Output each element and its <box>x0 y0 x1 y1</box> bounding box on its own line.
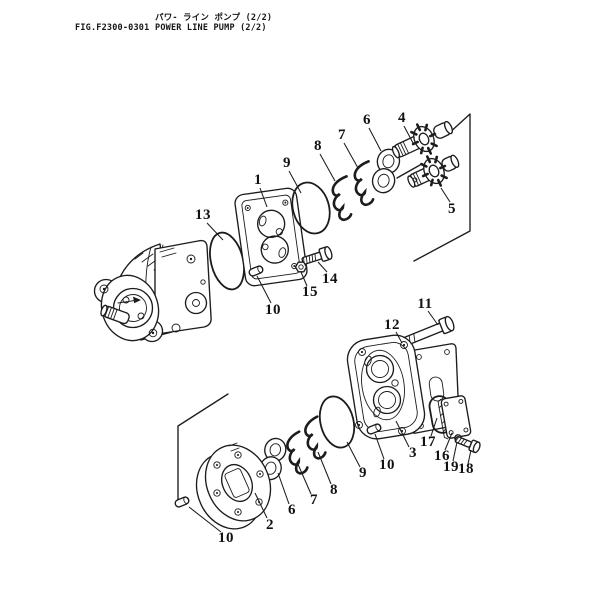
projection-lines <box>178 114 470 506</box>
part-9-oring-upper <box>287 178 336 238</box>
callout-label-5: 5 <box>448 201 456 217</box>
leader-line-14 <box>318 262 327 272</box>
callout-label-18: 18 <box>458 461 474 477</box>
callout-label-10: 10 <box>218 530 234 546</box>
part-18-bolt <box>454 434 482 454</box>
part-7-wire-ring-lower <box>282 430 311 477</box>
leader-line-9 <box>289 171 301 193</box>
callout-label-14: 14 <box>322 271 338 287</box>
part-9-oring-lower <box>315 393 360 451</box>
leader-line-6 <box>278 473 289 504</box>
callout-label-3: 3 <box>409 445 417 461</box>
leader-line-19 <box>453 442 457 461</box>
direction-arrow-head <box>133 296 141 304</box>
leader-line-6 <box>369 128 381 151</box>
callout-label-7: 7 <box>310 492 318 508</box>
figure-number: FIG.F2300-0301 <box>75 23 150 33</box>
leader-line-3 <box>396 421 409 447</box>
leader-line-18 <box>468 450 471 464</box>
callout-label-7: 7 <box>338 127 346 143</box>
callout-label-6: 6 <box>288 502 296 518</box>
leader-line-10 <box>375 434 384 459</box>
leader-line-16 <box>445 433 452 450</box>
callout-label-12: 12 <box>384 317 400 333</box>
leader-line-15 <box>301 272 307 286</box>
leader-line-4 <box>404 126 413 143</box>
callout-label-16: 16 <box>434 448 450 464</box>
leader-line-12 <box>396 332 402 343</box>
figure-title-english: POWER LINE PUMP (2/2) <box>155 23 267 33</box>
callout-label-2: 2 <box>266 517 274 533</box>
callout-label-1: 1 <box>254 172 262 188</box>
leader-line-11 <box>428 311 438 325</box>
part-2-flange <box>185 435 282 539</box>
callout-label-9: 9 <box>283 155 291 171</box>
callout-label-10: 10 <box>265 302 281 318</box>
part-16-cover-plate <box>438 395 472 439</box>
part-15-nut <box>296 262 307 272</box>
leader-line-7 <box>297 462 311 494</box>
leader-line-8 <box>318 452 331 484</box>
leader-line-2 <box>255 493 267 518</box>
pump-port-boss <box>186 293 207 314</box>
part-7-wire-ring-upper <box>351 160 376 207</box>
callout-label-8: 8 <box>330 482 338 498</box>
part-8-wire-ring-lower <box>300 415 329 462</box>
leader-line-8 <box>320 154 335 181</box>
callout-label-4: 4 <box>398 110 406 126</box>
main-pump-body <box>93 241 211 348</box>
callout-label-6: 6 <box>363 112 371 128</box>
part-5-gear-shaft <box>402 150 464 192</box>
part-4-gear-shaft <box>387 118 458 160</box>
callout-label-15: 15 <box>302 284 318 300</box>
figure-title-japanese: パワ- ライン ポンプ (2/2) <box>155 13 273 23</box>
pump-drive-shaft <box>100 305 131 325</box>
part-14-bolt <box>301 246 334 268</box>
part-1-cover-plate <box>234 187 308 287</box>
leader-line-17 <box>431 418 437 436</box>
callout-label-9: 9 <box>359 465 367 481</box>
callout-label-13: 13 <box>195 207 211 223</box>
part-8-wire-ring-upper <box>329 175 354 222</box>
callout-label-10: 10 <box>379 457 395 473</box>
callout-label-8: 8 <box>314 138 322 154</box>
leader-line-7 <box>344 143 358 168</box>
callout-label-17: 17 <box>420 434 436 450</box>
pump-rear-plate <box>155 241 211 334</box>
leader-line-9 <box>347 442 360 467</box>
leader-line-10 <box>189 507 221 532</box>
leader-line-5 <box>441 188 450 202</box>
callout-label-11: 11 <box>417 296 432 312</box>
leader-line-10 <box>257 276 271 303</box>
leader-line-13 <box>207 223 223 240</box>
leader-line-1 <box>260 188 267 207</box>
callout-label-19: 19 <box>443 459 459 475</box>
part-10-pin-lower <box>173 495 191 509</box>
